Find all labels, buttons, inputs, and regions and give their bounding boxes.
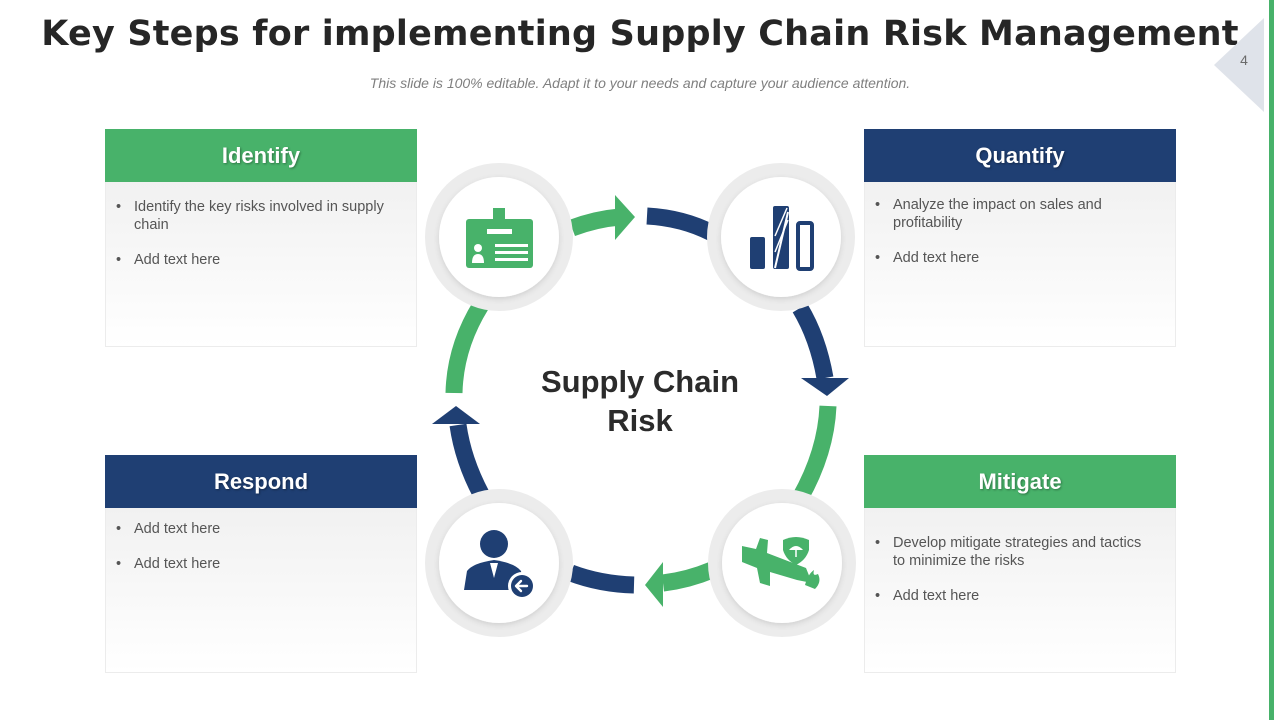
respond-card: Respond Add text here Add text here <box>105 455 417 673</box>
cycle-arc-right-top <box>792 303 834 380</box>
quantify-bullet-2: Add text here <box>875 249 1155 267</box>
center-label: Supply Chain Risk <box>520 362 760 440</box>
cycle-arrowhead-down <box>801 378 849 396</box>
center-label-line2: Risk <box>607 403 673 438</box>
cycle-arc-bottom-left <box>567 565 635 594</box>
cycle-arc-right-bottom <box>792 405 837 503</box>
mitigate-bullet-2: Add text here <box>875 587 1155 605</box>
bar-chart-icon <box>750 206 814 271</box>
quantify-node <box>707 163 855 311</box>
cycle-arrowhead-up <box>432 406 480 424</box>
person-arrow-icon <box>464 530 536 600</box>
right-accent-bar <box>1269 0 1274 720</box>
quantify-card-title: Quantify <box>864 129 1176 182</box>
slide-subtitle: This slide is 100% editable. Adapt it to… <box>369 75 911 91</box>
identify-bullet-2: Add text here <box>116 251 396 269</box>
respond-card-body: Add text here Add text here <box>105 508 417 673</box>
identify-card: Identify Identify the key risks involved… <box>105 129 417 347</box>
identify-node <box>425 163 573 311</box>
identify-card-body: Identify the key risks involved in suppl… <box>105 182 417 347</box>
mitigate-card: Mitigate Develop mitigate strategies and… <box>864 455 1176 673</box>
mitigate-node <box>708 489 856 637</box>
identify-bullet-1: Identify the key risks involved in suppl… <box>116 198 396 234</box>
respond-bullet-2: Add text here <box>116 555 396 573</box>
cycle-arc-top-right <box>646 207 716 241</box>
cycle-arc-bottom-right <box>661 562 716 592</box>
mitigate-card-title: Mitigate <box>864 455 1176 508</box>
respond-card-title: Respond <box>105 455 417 508</box>
cycle-arc-top-left <box>569 208 621 236</box>
quantify-card: Quantify Analyze the impact on sales and… <box>864 129 1176 347</box>
page-number: 4 <box>1240 52 1248 68</box>
cycle-arc-left-bottom <box>449 423 489 498</box>
slide-title: Key Steps for implementing Supply Chain … <box>41 14 1239 54</box>
cycle-arc-left-top <box>445 300 489 394</box>
identify-card-title: Identify <box>105 129 417 182</box>
quantify-card-body: Analyze the impact on sales and profitab… <box>864 182 1176 347</box>
mitigate-card-body: Develop mitigate strategies and tactics … <box>864 508 1176 673</box>
plane-crash-shield-icon <box>742 537 820 589</box>
respond-bullet-1: Add text here <box>116 520 396 538</box>
cycle-arrowhead-left <box>645 562 663 607</box>
respond-node <box>425 489 573 637</box>
id-card-icon <box>466 208 533 268</box>
cycle-arrowhead-right <box>615 195 635 240</box>
center-label-line1: Supply Chain <box>540 364 740 399</box>
mitigate-bullet-1: Develop mitigate strategies and tactics … <box>875 534 1155 570</box>
quantify-bullet-1: Analyze the impact on sales and profitab… <box>875 196 1155 232</box>
page-number-tab <box>1214 18 1264 112</box>
